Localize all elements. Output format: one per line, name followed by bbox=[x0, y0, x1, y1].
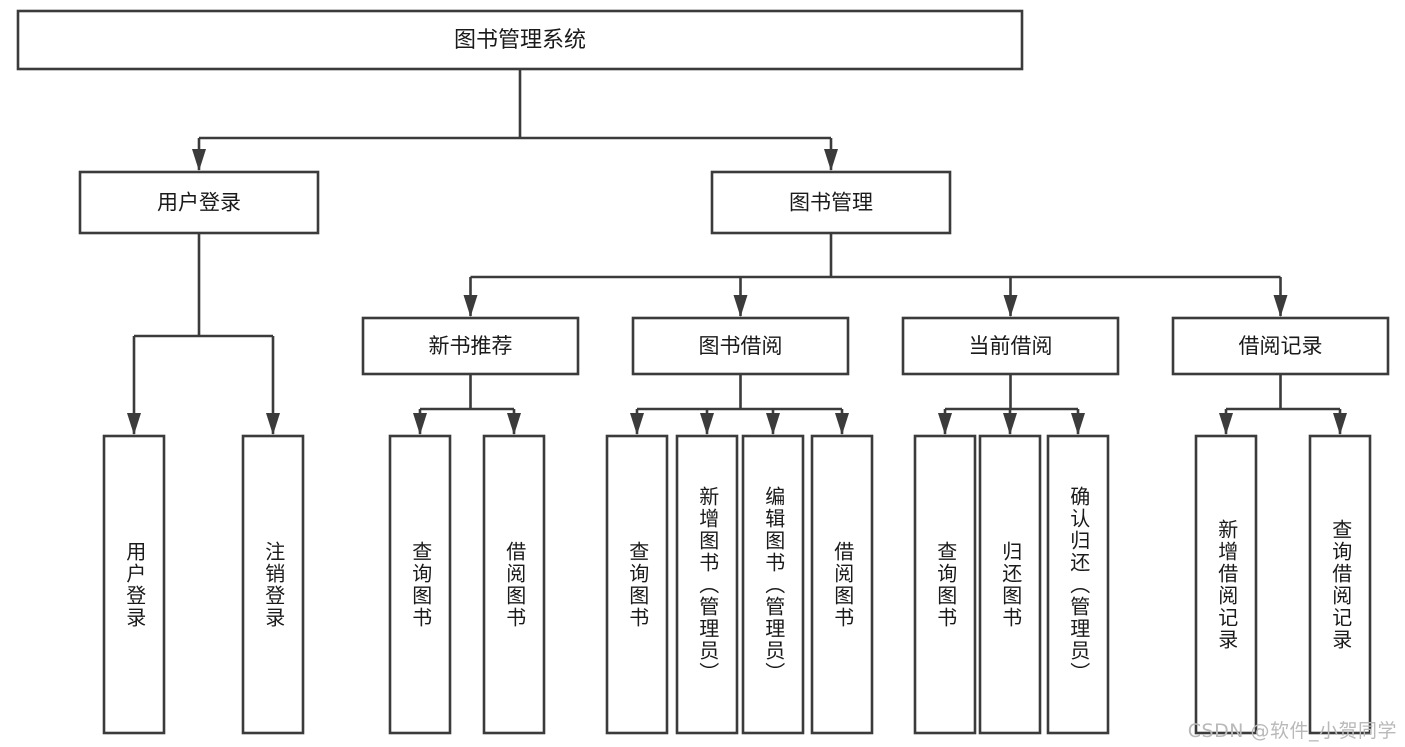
arrow-book-manage-to-borrow-record bbox=[1273, 295, 1288, 317]
connectors-layer bbox=[127, 69, 1347, 435]
node-leaf-edit-book-box[interactable] bbox=[741, 434, 805, 735]
arrow-book-manage-to-new-book-recommend bbox=[463, 295, 478, 317]
node-book-borrow-label: 图书借阅 bbox=[699, 334, 783, 358]
arrow-user-login-to-leaf-user-login bbox=[127, 413, 141, 435]
arrow-root-to-book-manage bbox=[824, 149, 838, 171]
arrow-user-login-to-leaf-logout bbox=[266, 413, 280, 435]
arrow-book-borrow-to-leaf-borrow-book-2 bbox=[835, 413, 849, 435]
node-leaf-user-login-box[interactable] bbox=[102, 434, 166, 735]
arrow-current-borrow-to-leaf-confirm-return bbox=[1071, 413, 1085, 435]
node-book-borrow-box[interactable] bbox=[631, 316, 850, 376]
node-leaf-query-book-1-box[interactable] bbox=[388, 434, 452, 735]
node-borrow-record-label: 借阅记录 bbox=[1239, 334, 1323, 358]
node-leaf-add-record-box[interactable] bbox=[1194, 434, 1258, 735]
arrow-borrow-record-to-leaf-query-record bbox=[1333, 413, 1347, 435]
node-leaf-add-book-box[interactable] bbox=[675, 434, 739, 735]
node-new-book-recommend-box[interactable] bbox=[361, 316, 580, 376]
arrow-current-borrow-to-leaf-query-book-3 bbox=[938, 413, 952, 435]
arrow-book-borrow-to-leaf-edit-book bbox=[766, 413, 780, 435]
node-borrow-record-box[interactable] bbox=[1171, 316, 1390, 376]
node-leaf-logout-box[interactable] bbox=[241, 434, 305, 735]
node-leaf-return-book-box[interactable] bbox=[978, 434, 1042, 735]
node-book-manage-label: 图书管理 bbox=[789, 191, 873, 215]
arrow-book-manage-to-book-borrow bbox=[733, 295, 748, 317]
node-leaf-query-record-box[interactable] bbox=[1308, 434, 1372, 735]
node-new-book-recommend-label: 新书推荐 bbox=[429, 334, 513, 358]
node-user-login-label: 用户登录 bbox=[157, 191, 241, 215]
arrow-current-borrow-to-leaf-return-book bbox=[1003, 413, 1017, 435]
node-root-label: 图书管理系统 bbox=[454, 28, 586, 53]
node-book-manage-box[interactable] bbox=[710, 170, 952, 235]
arrow-book-borrow-to-leaf-query-book-2 bbox=[630, 413, 644, 435]
boxes-layer bbox=[16, 9, 1390, 735]
node-leaf-confirm-return-box[interactable] bbox=[1046, 434, 1110, 735]
arrow-book-borrow-to-leaf-add-book bbox=[700, 413, 714, 435]
watermark-text: CSDN @软件_小贺同学 bbox=[1187, 720, 1397, 742]
arrow-new-book-recommend-to-leaf-borrow-book-1 bbox=[507, 413, 521, 435]
node-root-box[interactable] bbox=[16, 9, 1024, 71]
node-user-login-box[interactable] bbox=[78, 170, 320, 235]
node-leaf-borrow-book-2-box[interactable] bbox=[810, 434, 874, 735]
arrow-borrow-record-to-leaf-add-record bbox=[1219, 413, 1233, 435]
arrow-new-book-recommend-to-leaf-query-book-1 bbox=[413, 413, 427, 435]
node-leaf-borrow-book-1-box[interactable] bbox=[482, 434, 546, 735]
arrow-root-to-user-login bbox=[192, 149, 206, 171]
node-current-borrow-label: 当前借阅 bbox=[969, 334, 1053, 358]
arrow-book-manage-to-current-borrow bbox=[1003, 295, 1018, 317]
node-current-borrow-box[interactable] bbox=[901, 316, 1120, 376]
node-leaf-query-book-2-box[interactable] bbox=[605, 434, 669, 735]
node-leaf-query-book-3-box[interactable] bbox=[913, 434, 977, 735]
